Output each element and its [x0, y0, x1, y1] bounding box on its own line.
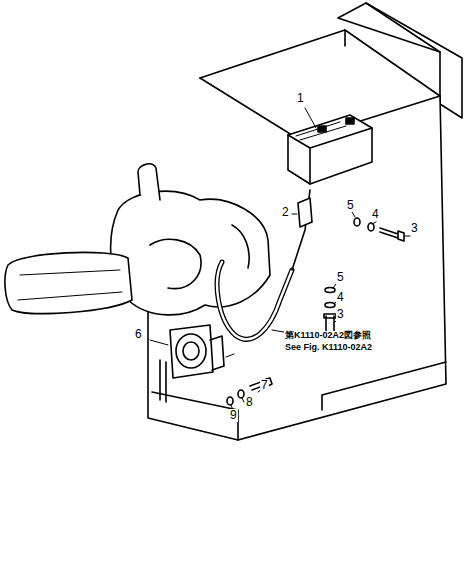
callout-number: 4: [371, 208, 380, 221]
battery: [288, 115, 372, 184]
bolt: [380, 228, 404, 241]
washer: [368, 223, 374, 231]
battery-terminal: [318, 126, 326, 132]
harness-core: [217, 262, 292, 339]
engine-contour: [232, 225, 249, 268]
lid-edge: [366, 3, 440, 52]
leader-line: [150, 340, 168, 345]
washer: [325, 288, 335, 293]
horn: [170, 325, 213, 378]
bolt: [324, 314, 336, 332]
callout-number: 3: [336, 308, 345, 321]
reference-note: See Fig. K1110-02A2: [284, 343, 373, 353]
reference-note: 第K1110-02A2図参照: [284, 331, 372, 341]
muffler: [138, 164, 160, 200]
guard: [5, 252, 132, 313]
callout-number: 2: [281, 206, 290, 219]
cabinet-step: [322, 362, 446, 410]
battery-edge: [288, 128, 372, 184]
relay: [298, 198, 312, 227]
harness: [217, 262, 292, 339]
washer: [325, 303, 335, 308]
leader-line: [305, 108, 316, 128]
callout-number: 4: [336, 291, 345, 304]
callout-number: 5: [346, 199, 355, 212]
engine-contour: [150, 239, 201, 288]
horn-body: [210, 336, 224, 370]
callout-number: 9: [229, 409, 238, 422]
leader-line: [292, 214, 297, 215]
callout-number: 8: [245, 396, 254, 409]
leader-line: [231, 389, 262, 410]
callout-number: 7: [260, 379, 269, 392]
washer: [227, 397, 233, 405]
bracket: [160, 360, 166, 402]
battery-cells: [296, 122, 346, 140]
cabinet-bottom-edge: [152, 392, 238, 440]
horn-bell: [176, 334, 206, 368]
arrow-mark: [226, 354, 234, 357]
washer: [354, 218, 360, 226]
horn-bell: [183, 342, 199, 360]
callout-number: 6: [134, 328, 143, 341]
cabinet-top-edge: [200, 78, 440, 140]
battery-terminal: [346, 118, 354, 124]
callout-number: 3: [410, 222, 419, 235]
callout-number: 1: [296, 92, 305, 105]
guard-contour: [18, 270, 122, 300]
washer: [238, 390, 244, 398]
leader-line: [352, 212, 410, 236]
callout-number: 5: [336, 271, 345, 284]
engine: [111, 191, 270, 315]
